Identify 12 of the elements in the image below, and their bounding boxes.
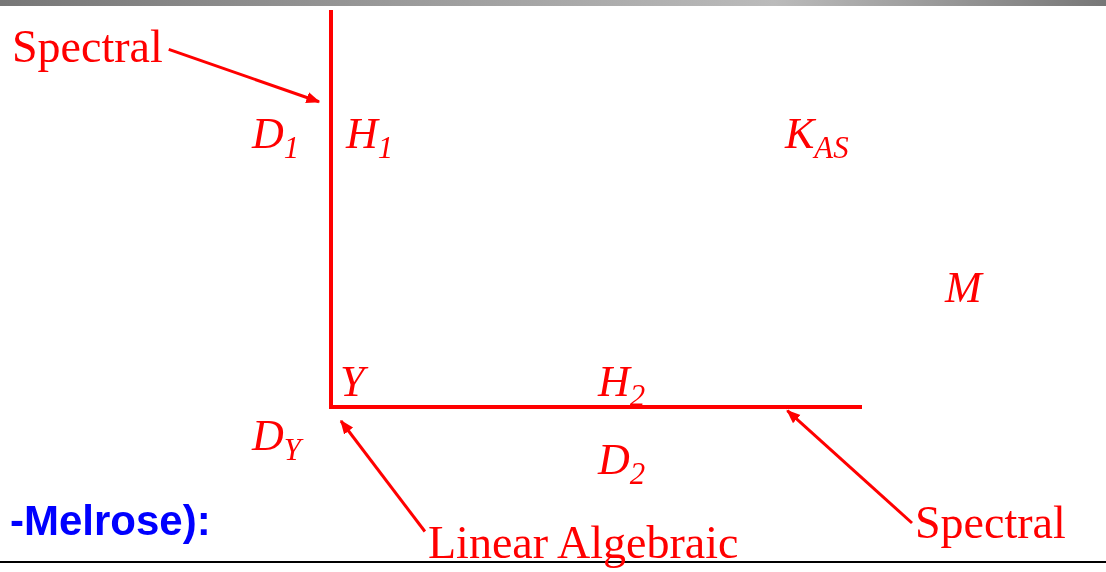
callout-text: Linear Algebraic [428,520,739,566]
leader-arrow [339,419,427,533]
leader-arrow [786,409,913,525]
callout-text: Spectral [12,24,163,70]
leader-arrow [168,47,321,104]
math-label: D$_{1}$ [252,112,300,164]
callout-text: Spectral [915,500,1066,546]
math-label: K$_{AS}$ [785,112,849,164]
math-label: D$_{2}$ [598,438,646,490]
math-label: M [945,266,982,310]
heading-fragment: -Melrose): [10,500,211,542]
math-label: H$_{1}$ [346,112,394,164]
